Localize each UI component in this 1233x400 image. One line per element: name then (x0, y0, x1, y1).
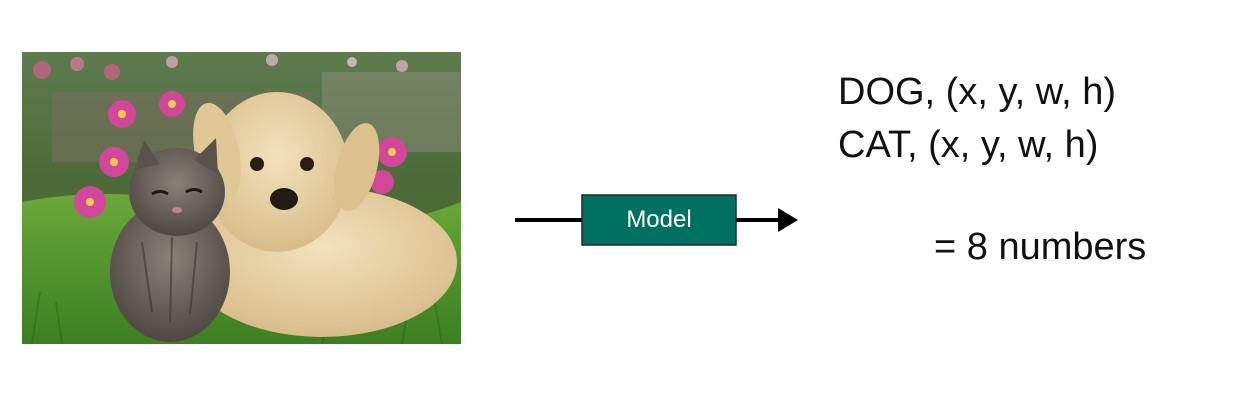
output-cat: CAT, (x, y, w, h) (838, 124, 1099, 166)
arrowhead-icon (778, 208, 798, 232)
output-count-summary: = 8 numbers (934, 226, 1147, 268)
input-photo (22, 52, 461, 344)
model-pipeline (515, 194, 798, 246)
model-box (581, 194, 737, 246)
output-dog: DOG, (x, y, w, h) (838, 71, 1116, 113)
